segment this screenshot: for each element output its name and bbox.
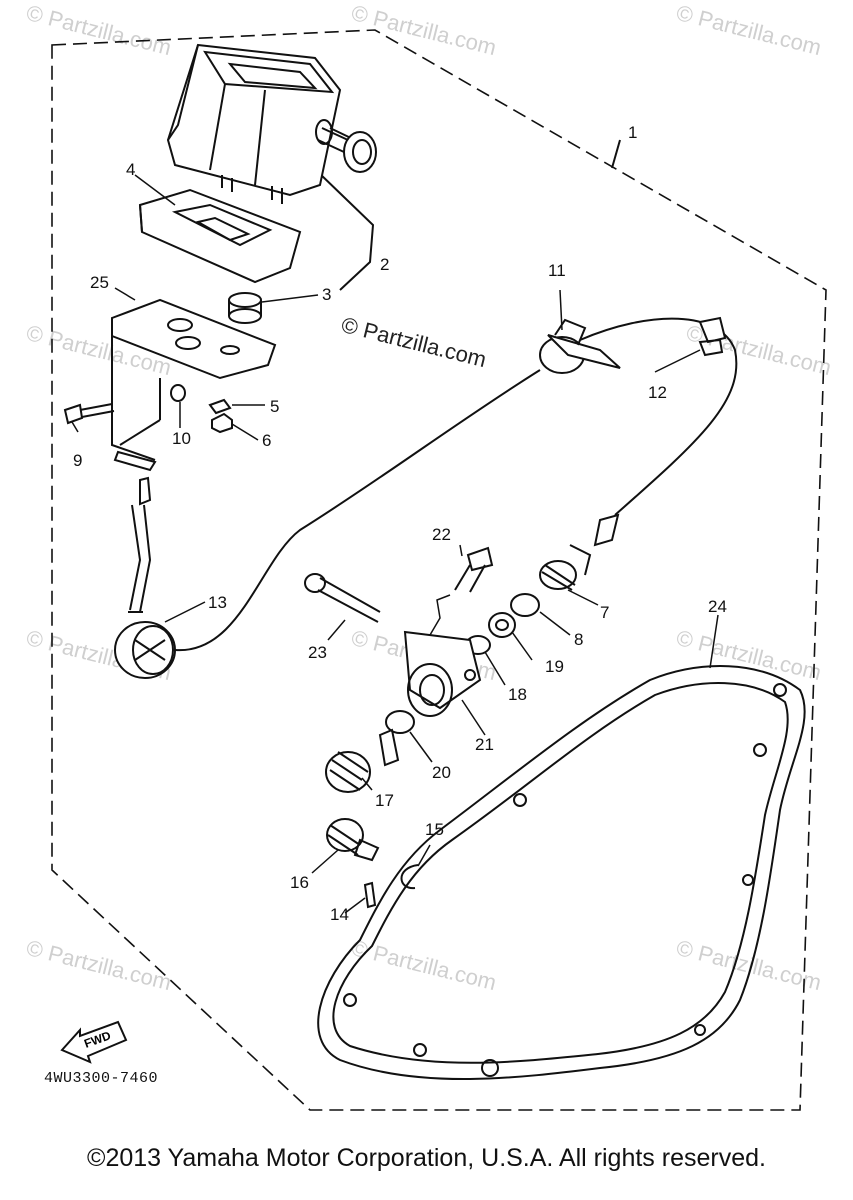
washer-5 [208, 398, 232, 415]
speedometer-meter [166, 43, 377, 204]
cable-clamp-11 [539, 318, 621, 374]
callout: 16 [290, 873, 309, 892]
callout: 3 [322, 285, 331, 304]
circlip-15 [400, 864, 419, 890]
grommet [228, 292, 262, 324]
callout: 13 [208, 593, 227, 612]
drive-gear-16 [326, 818, 380, 862]
assembly-outline [51, 29, 827, 1111]
bolt-9 [63, 403, 115, 425]
callout: 2 [380, 255, 389, 274]
copyright-notice: ©2013 Yamaha Motor Corporation, U.S.A. A… [87, 1144, 766, 1172]
callout: 6 [262, 431, 271, 450]
o-ring-20 [385, 710, 415, 734]
callout: 19 [545, 657, 564, 676]
callout: 9 [73, 451, 82, 470]
callout: 15 [425, 820, 444, 839]
o-ring-8 [510, 593, 540, 617]
callout: 20 [432, 763, 451, 782]
nut-6 [211, 412, 233, 434]
callout: 1 [628, 123, 637, 142]
callout: 8 [574, 630, 583, 649]
speedometer-cable-13 [114, 317, 738, 679]
callout: 14 [330, 905, 349, 924]
callout: 23 [308, 643, 327, 662]
callout: 5 [270, 397, 279, 416]
callout: 17 [375, 791, 394, 810]
drive-gear-17 [325, 728, 400, 793]
cable-clamp-12 [698, 316, 727, 357]
oil-seal-19 [488, 612, 516, 638]
meter-bracket [111, 298, 277, 472]
callout: 21 [475, 735, 494, 754]
callout: 11 [548, 261, 566, 280]
crankcase-gasket-24 [317, 665, 806, 1081]
fwd-arrow: FWD [60, 1020, 128, 1064]
callout: 25 [90, 273, 109, 292]
meter-cushion [138, 188, 302, 284]
callout: 10 [172, 429, 191, 448]
callout: 12 [648, 383, 667, 402]
callout: 24 [708, 597, 727, 616]
bolt-22 [454, 546, 494, 593]
pin-14 [363, 881, 377, 909]
gear-housing-21 [403, 630, 482, 717]
washer-10 [170, 384, 186, 402]
bolt-23 [304, 573, 381, 623]
drive-gear-7 [539, 513, 620, 591]
callout: 7 [600, 603, 609, 622]
callout: 18 [508, 685, 527, 704]
diagram-code: 4WU3300-7460 [44, 1070, 159, 1087]
callout: 4 [126, 160, 135, 179]
callout: 22 [432, 525, 451, 544]
